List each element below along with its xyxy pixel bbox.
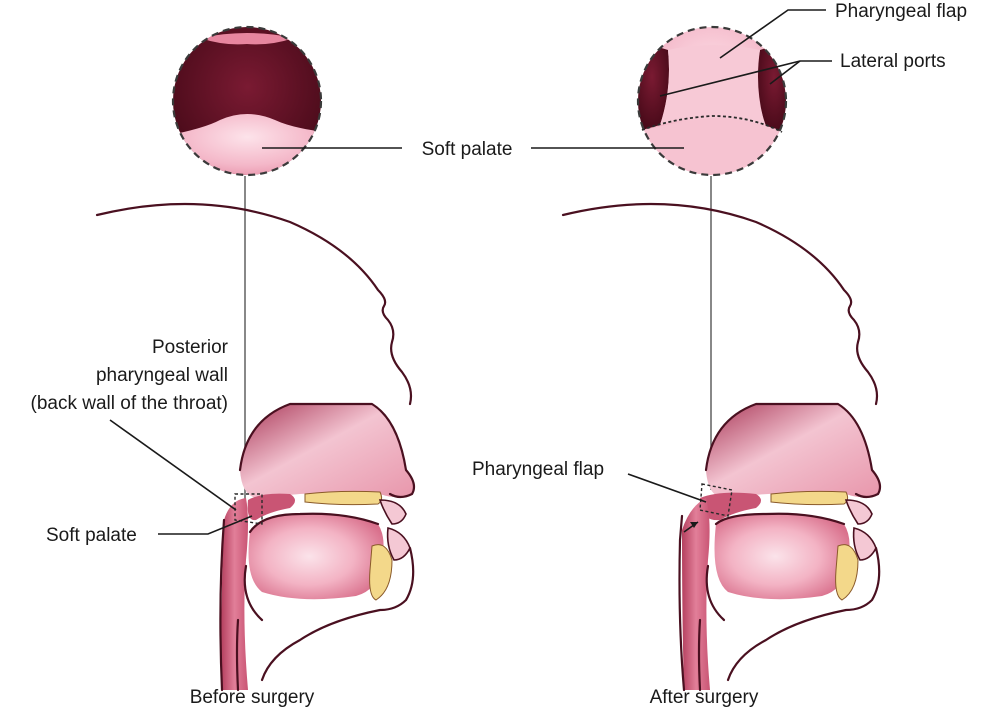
after-inset-circle: [636, 25, 788, 177]
before-inset-outline: [171, 25, 323, 177]
caption-after-surgery: After surgery: [650, 687, 759, 708]
label-posterior-wall-1: Posterior: [152, 337, 229, 358]
label-lateral-ports: Lateral ports: [840, 51, 946, 72]
after-flap-dashbox: [699, 483, 733, 517]
before-inset-circle: [171, 25, 323, 177]
label-soft-palate-center: Soft palate: [422, 139, 513, 160]
label-pharyngeal-flap-top: Pharyngeal flap: [835, 1, 967, 22]
label-posterior-wall-2: pharyngeal wall: [96, 365, 228, 386]
label-pharyngeal-flap-right: Pharyngeal flap: [472, 459, 604, 480]
leader-pharyngeal-flap-right: [627, 473, 707, 503]
label-posterior-wall-3: (back wall of the throat): [31, 393, 228, 414]
before-wall-dashbox: [234, 493, 263, 525]
after-head-illustration: [561, 202, 882, 692]
flap-suture-line: [641, 115, 783, 133]
before-head-illustration: [95, 202, 416, 692]
leader-lateral-ports-right: [769, 60, 801, 85]
leader-posterior-wall: [109, 419, 237, 511]
leader-pharyngeal-flap-top: [719, 9, 826, 59]
after-inset-outline: [636, 25, 788, 177]
flap-arrow-head: [690, 522, 698, 528]
caption-before-surgery: Before surgery: [190, 687, 315, 708]
label-soft-palate-left: Soft palate: [46, 525, 137, 546]
leader-soft-palate-lower: [158, 515, 253, 535]
